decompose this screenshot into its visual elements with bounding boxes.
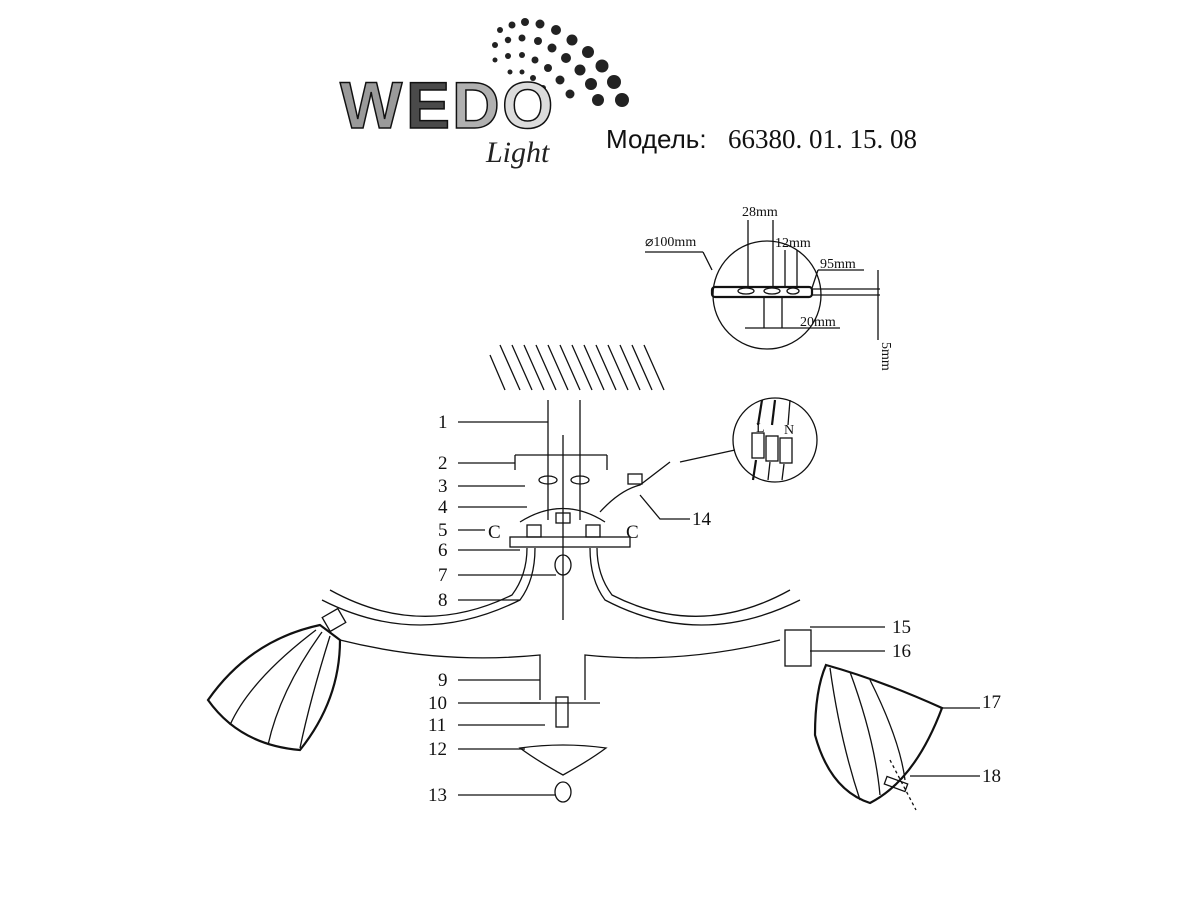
canopy-assembly: C C xyxy=(488,400,671,620)
dim-28mm: 28mm xyxy=(742,205,778,220)
svg-text:Light: Light xyxy=(485,136,550,169)
part-labels: 1 2 3 4 5 6 7 8 9 10 11 12 13 14 15 16 1… xyxy=(428,412,1001,806)
part-label-18: 18 xyxy=(982,766,1001,787)
part-label-11: 11 xyxy=(428,715,446,736)
dim-20mm: 20mm xyxy=(800,315,836,330)
left-lamp-shade xyxy=(206,607,347,752)
rotate-mark-right: C xyxy=(626,522,639,543)
ceiling-hatch xyxy=(489,344,665,391)
part-label-13: 13 xyxy=(428,785,447,806)
dim-diameter: ⌀100mm xyxy=(645,235,696,250)
part-label-2: 2 xyxy=(438,453,448,474)
brand-logo: W E D O Light xyxy=(339,18,629,169)
part-label-15: 15 xyxy=(892,617,911,638)
part-label-6: 6 xyxy=(438,540,448,561)
part-label-9: 9 xyxy=(438,670,448,691)
dim-12mm: 12mm xyxy=(775,236,811,251)
part-label-14: 14 xyxy=(692,509,712,530)
svg-text:O: O xyxy=(502,68,553,142)
part-label-1: 1 xyxy=(438,412,448,433)
svg-text:W: W xyxy=(340,68,403,142)
svg-text:E: E xyxy=(406,68,450,142)
part-label-16: 16 xyxy=(892,641,911,662)
leader-lines xyxy=(458,421,980,796)
part-label-5: 5 xyxy=(438,520,448,541)
dim-95mm: 95mm xyxy=(820,257,856,272)
terminal-neutral: N xyxy=(784,423,794,438)
part-label-10: 10 xyxy=(428,693,447,714)
part-label-17: 17 xyxy=(982,692,1001,713)
right-lamp-shade xyxy=(784,629,944,811)
terminal-block-detail: L N xyxy=(679,397,818,483)
part-label-4: 4 xyxy=(438,497,448,518)
part-label-7: 7 xyxy=(438,565,448,586)
model-label: Модель: xyxy=(606,124,707,154)
part-label-3: 3 xyxy=(438,476,448,497)
arms xyxy=(321,547,801,803)
part-label-12: 12 xyxy=(428,739,447,760)
part-label-8: 8 xyxy=(438,590,448,611)
model-number: 66380. 01. 15. 08 xyxy=(728,124,917,154)
rotate-mark-left: C xyxy=(488,522,501,543)
svg-text:D: D xyxy=(452,68,500,142)
mounting-plate-detail: ⌀100mm 28mm 12mm 95mm 20mm 5mm xyxy=(645,205,893,371)
terminal-live: L xyxy=(756,421,765,436)
dim-5mm: 5mm xyxy=(878,342,893,371)
